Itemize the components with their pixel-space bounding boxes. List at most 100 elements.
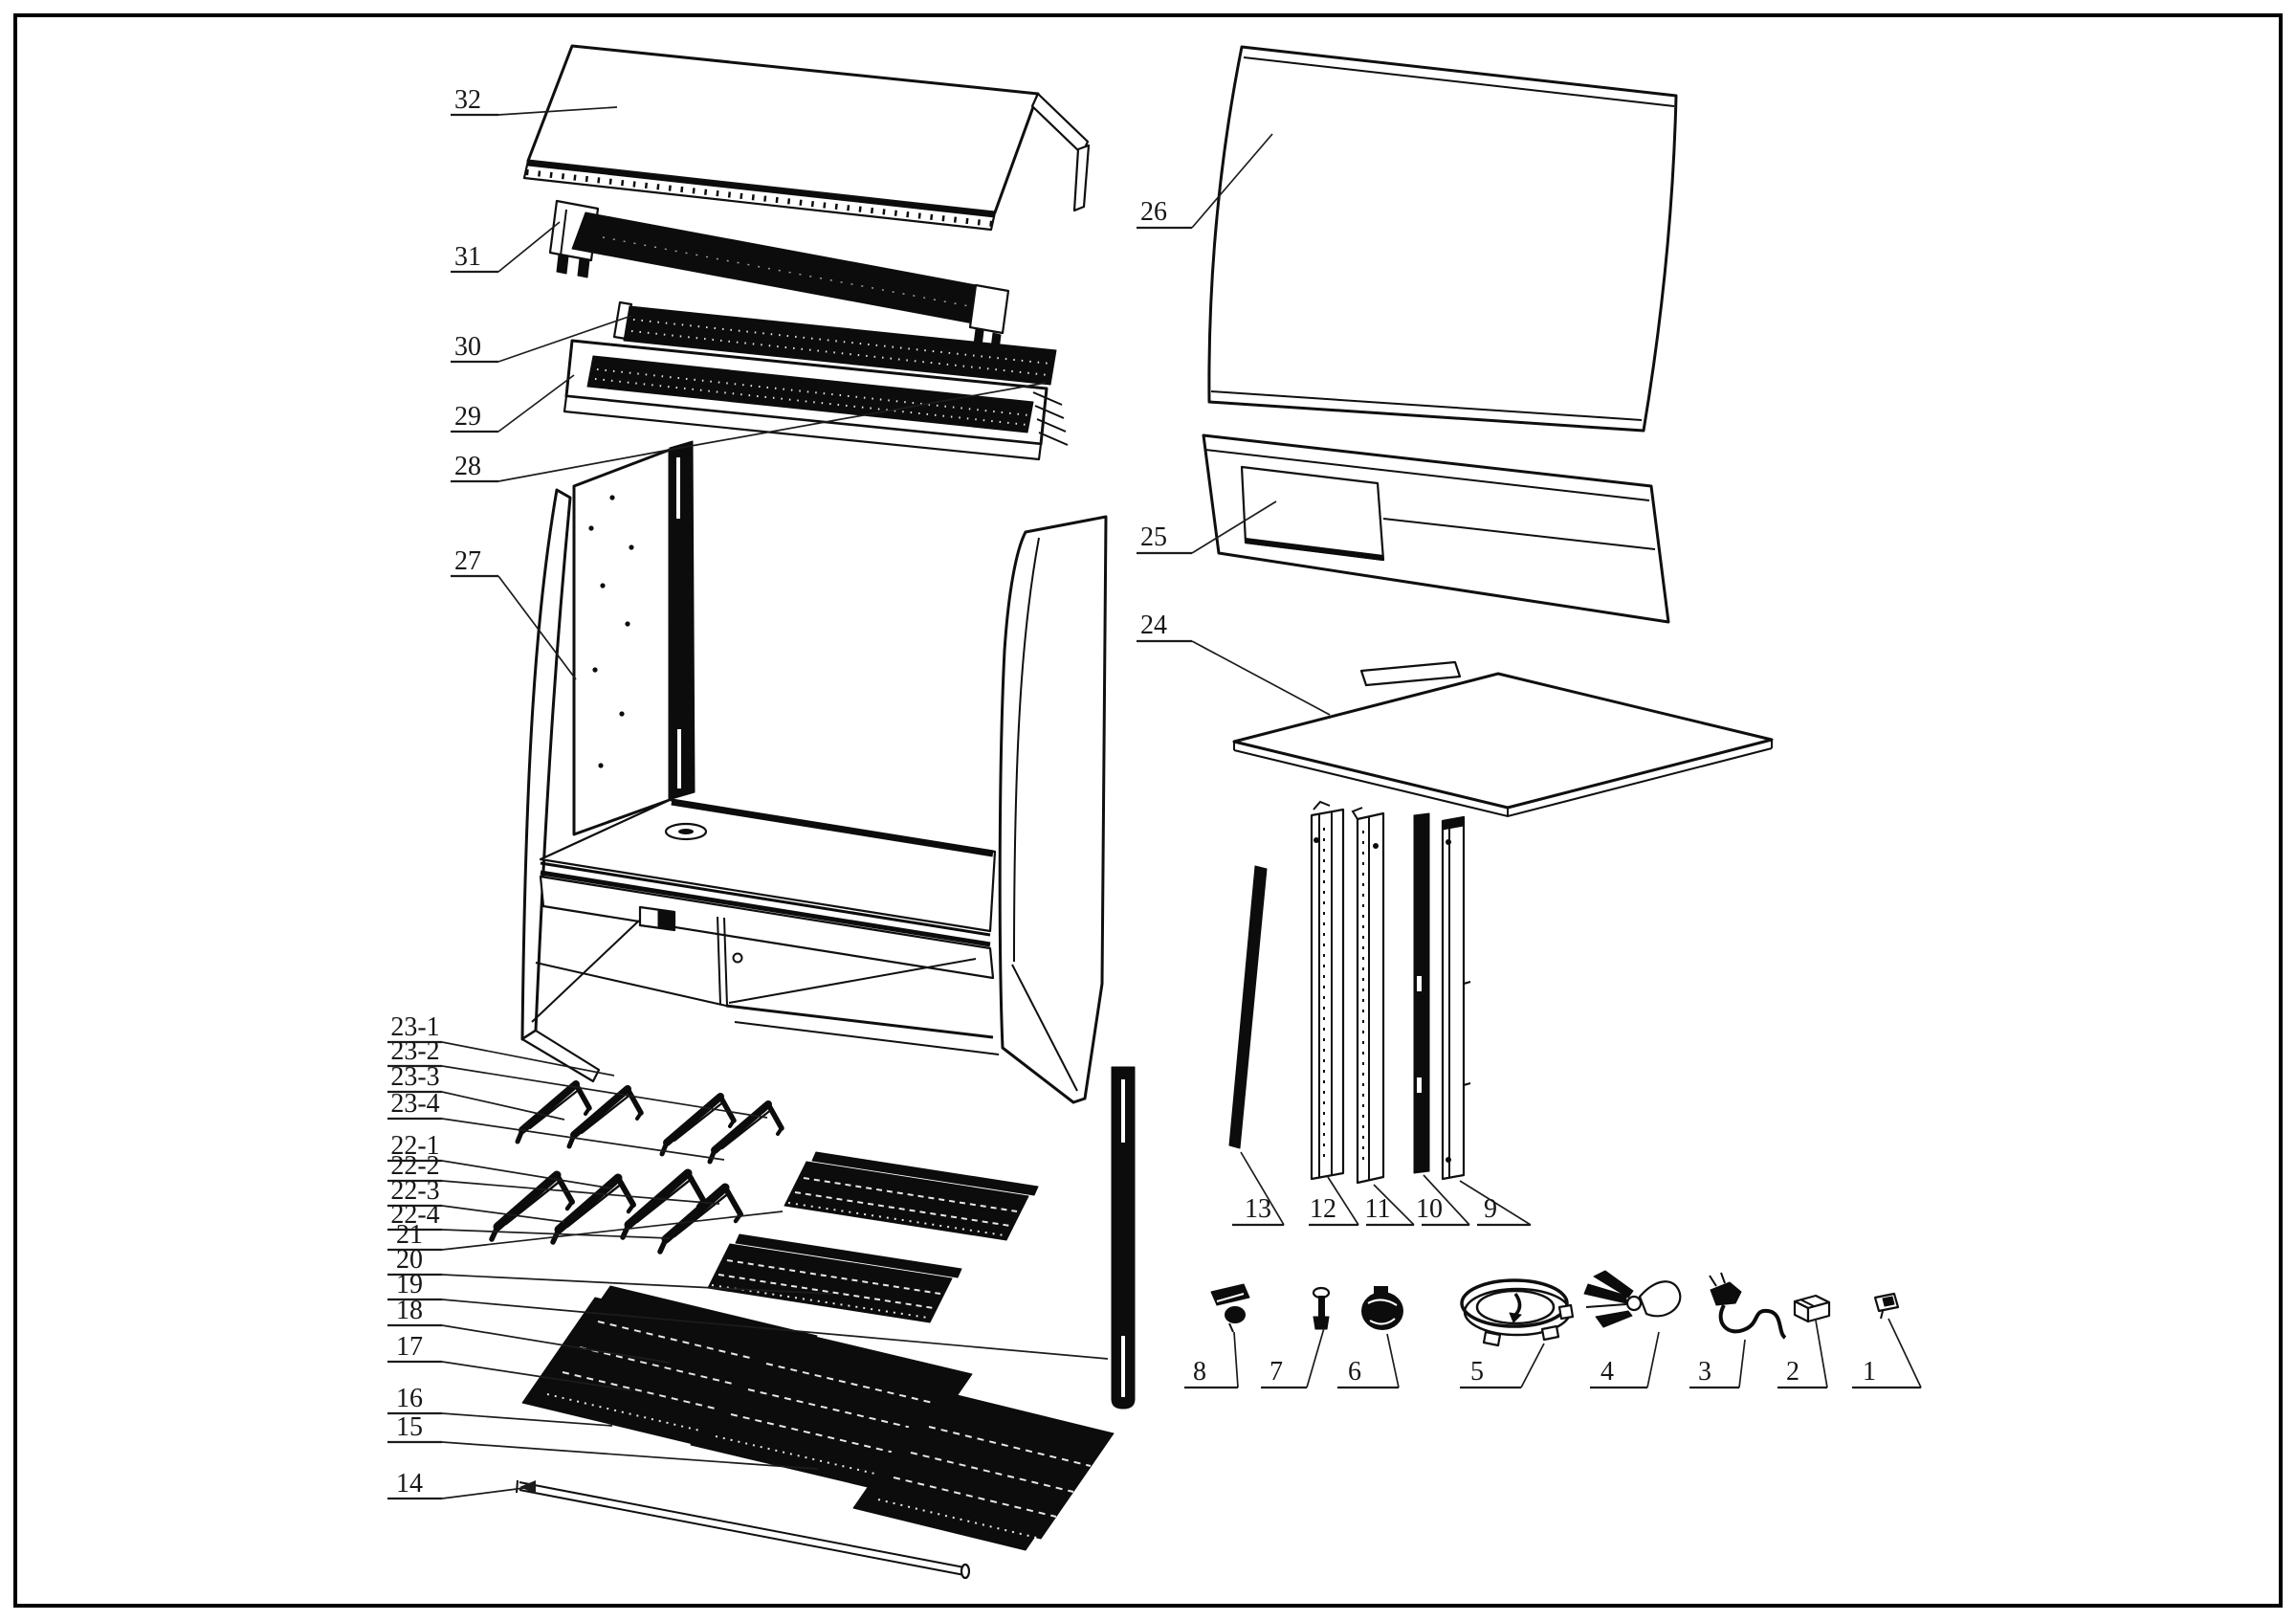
callout-22-2-label: 22-2 <box>390 1151 439 1181</box>
callout-30-leader <box>497 315 632 363</box>
callout-7-label: 7 <box>1269 1357 1283 1387</box>
callout-28-leader <box>497 382 1047 482</box>
callout-10: 10 <box>1416 1174 1470 1227</box>
bracket-23-4 <box>707 1100 784 1165</box>
callout-25-label: 25 <box>1140 522 1167 552</box>
part-23-brackets <box>515 1080 784 1165</box>
callout-13: 13 <box>1232 1151 1285 1227</box>
callout-15-leader <box>441 1441 819 1470</box>
drawing-frame <box>13 13 2283 1608</box>
callout-10-label: 10 <box>1416 1194 1443 1224</box>
callout-23-1: 23-1 <box>387 1012 615 1077</box>
callout-31: 31 <box>451 221 561 274</box>
callout-4: 4 <box>1590 1331 1660 1389</box>
part-11-frame-post <box>1351 807 1385 1185</box>
callout-20: 20 <box>387 1245 833 1295</box>
callout-3-label: 3 <box>1698 1357 1711 1387</box>
part-9-frame-post <box>1441 815 1471 1181</box>
callout-2-label: 2 <box>1786 1357 1799 1387</box>
part-14-front-bar <box>516 1479 971 1580</box>
callout-6-label: 6 <box>1348 1357 1361 1387</box>
part-28-corner-post <box>669 440 695 800</box>
part-29-louver-tray <box>563 339 1069 461</box>
callout-22-4: 22-4 <box>387 1200 671 1239</box>
callout-23-2-label: 23-2 <box>390 1036 439 1066</box>
callout-27-leader <box>497 575 577 680</box>
callout-12-leader <box>1327 1176 1359 1226</box>
part-27-cabinet-body <box>520 448 1108 1104</box>
callout-4-label: 4 <box>1601 1357 1614 1387</box>
callout-32-label: 32 <box>454 85 481 115</box>
callout-23-2: 23-2 <box>387 1036 768 1119</box>
callout-26-leader <box>1191 133 1273 229</box>
part-1-terminal-clip <box>1873 1292 1900 1320</box>
callout-20-leader <box>441 1274 833 1295</box>
callout-16-label: 16 <box>396 1384 423 1413</box>
callout-14-arrowhead <box>519 1480 536 1494</box>
part-13-trim-strip <box>1228 865 1268 1149</box>
callout-5-label: 5 <box>1470 1357 1484 1387</box>
callout-16: 16 <box>387 1384 613 1427</box>
part-25-rear-duct-panel <box>1202 433 1670 624</box>
callout-24-leader <box>1191 640 1331 716</box>
callout-23-1-label: 23-1 <box>390 1012 439 1042</box>
callout-5-leader <box>1520 1343 1545 1388</box>
callout-21: 21 <box>387 1210 784 1252</box>
callout-26-label: 26 <box>1140 197 1167 227</box>
callout-16-leader <box>441 1412 613 1427</box>
callout-21-leader <box>441 1210 784 1251</box>
callout-22-3-label: 22-3 <box>390 1176 439 1206</box>
part-3-power-cord <box>1709 1272 1787 1340</box>
callout-30-label: 30 <box>454 332 481 362</box>
callout-28: 28 <box>451 382 1047 483</box>
callout-13-label: 13 <box>1245 1194 1271 1224</box>
callout-8-leader <box>1233 1331 1239 1388</box>
callout-24: 24 <box>1137 611 1331 716</box>
part-5-fan-guard <box>1460 1278 1575 1347</box>
callout-13-leader <box>1240 1151 1285 1226</box>
callout-32-leader <box>497 106 618 116</box>
callout-22-3: 22-3 <box>387 1176 565 1223</box>
callout-18: 18 <box>387 1296 671 1364</box>
callout-27: 27 <box>451 546 577 680</box>
callout-22-1-leader <box>441 1160 613 1189</box>
callout-22-4-leader <box>441 1229 671 1239</box>
part-24-bottom-panel <box>1232 660 1774 818</box>
callout-12: 12 <box>1309 1176 1359 1227</box>
callout-9: 9 <box>1459 1180 1532 1227</box>
callout-1: 1 <box>1852 1318 1922 1389</box>
callout-22-3-leader <box>441 1205 565 1223</box>
part-20-wire-shelf <box>707 1233 962 1323</box>
part-6-motor <box>1361 1286 1403 1330</box>
callout-22-4-label: 22-4 <box>390 1200 439 1230</box>
part-19-column-bar <box>1111 1066 1136 1410</box>
callout-1-label: 1 <box>1863 1357 1876 1387</box>
callout-19-label: 19 <box>396 1270 423 1299</box>
callout-11-leader <box>1373 1184 1415 1226</box>
part-15-shelf-stack <box>852 1390 1115 1551</box>
callout-25: 25 <box>1137 500 1277 555</box>
callout-14: 14 <box>387 1469 536 1500</box>
callout-23-3-label: 23-3 <box>390 1062 439 1092</box>
callout-15-label: 15 <box>396 1412 423 1442</box>
callout-3-leader <box>1738 1339 1746 1388</box>
part-12-frame-post <box>1310 800 1345 1181</box>
callout-29-label: 29 <box>454 402 481 432</box>
part-10-trim-post <box>1413 812 1430 1174</box>
part-32-top-cover <box>522 44 1091 232</box>
callout-8-label: 8 <box>1193 1357 1206 1387</box>
callout-29-leader <box>497 374 575 433</box>
callout-22-2-leader <box>441 1180 720 1205</box>
bracket-22-2 <box>550 1173 636 1245</box>
part-30-louver-strip <box>612 300 1057 386</box>
callout-2: 2 <box>1777 1320 1828 1389</box>
callout-4-leader <box>1646 1331 1660 1388</box>
part-21-wire-shelf <box>784 1151 1039 1241</box>
callout-9-leader <box>1459 1180 1532 1226</box>
callout-14-leader <box>441 1487 525 1499</box>
callout-22-1-label: 22-1 <box>390 1131 439 1161</box>
callout-6-leader <box>1386 1333 1400 1388</box>
callout-8: 8 <box>1184 1331 1239 1389</box>
